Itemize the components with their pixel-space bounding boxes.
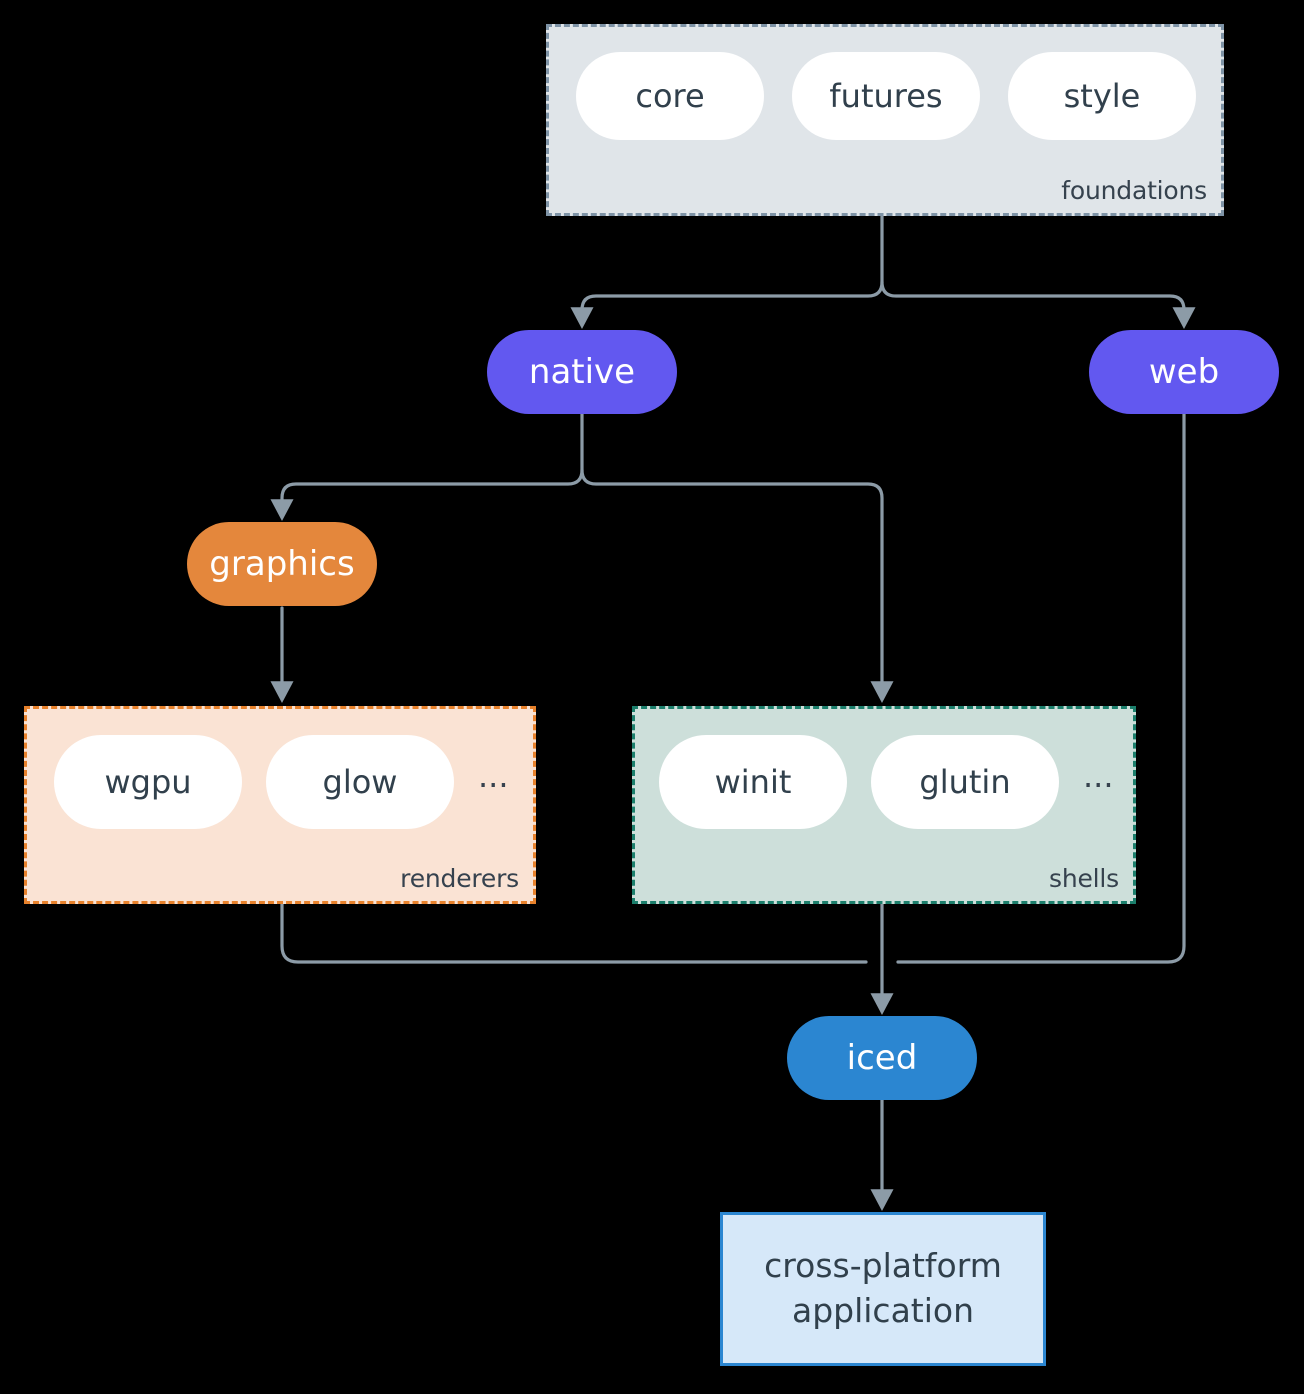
chip-style-label: style	[1063, 77, 1141, 115]
shells-items: winit glutin ...	[659, 735, 1114, 829]
node-cross-platform-application[interactable]: cross-platform application	[720, 1212, 1046, 1366]
shells-more-label: ...	[1083, 757, 1114, 795]
node-graphics[interactable]: graphics	[187, 522, 377, 606]
group-shells-label: shells	[1049, 864, 1119, 893]
chip-futures[interactable]: futures	[792, 52, 980, 140]
group-foundations-label: foundations	[1061, 176, 1207, 205]
chip-core-label: core	[635, 77, 705, 115]
node-graphics-label: graphics	[209, 544, 355, 584]
node-native[interactable]: native	[487, 330, 677, 414]
application-line-2: application	[791, 1291, 975, 1330]
chip-wgpu-label: wgpu	[104, 763, 192, 801]
group-foundations: core futures style foundations	[546, 24, 1224, 216]
edge-native-shells	[580, 468, 894, 704]
node-native-label: native	[528, 352, 636, 392]
node-web-label: web	[1148, 352, 1220, 392]
renderers-items: wgpu glow ...	[54, 735, 509, 829]
chip-glutin-label: glutin	[919, 763, 1011, 801]
application-line-1: cross-platform	[764, 1246, 1002, 1286]
node-iced[interactable]: iced	[787, 1016, 977, 1100]
chip-glow-label: glow	[322, 763, 398, 801]
group-shells: winit glutin ... shells	[632, 706, 1136, 904]
edge-renderers-iced	[280, 902, 868, 964]
chip-wgpu[interactable]: wgpu	[54, 735, 242, 829]
chip-core[interactable]: core	[576, 52, 764, 140]
renderers-more-label: ...	[478, 757, 509, 795]
chip-glow[interactable]: glow	[266, 735, 454, 829]
chip-winit[interactable]: winit	[659, 735, 847, 829]
foundations-items: core futures style	[576, 52, 1196, 140]
chip-winit-label: winit	[714, 763, 792, 801]
chip-glutin[interactable]: glutin	[871, 735, 1059, 829]
node-iced-label: iced	[846, 1038, 918, 1078]
node-web[interactable]: web	[1089, 330, 1279, 414]
edge-foundations-web	[880, 280, 1196, 330]
group-renderers: wgpu glow ... renderers	[24, 706, 536, 904]
edge-foundations-native	[570, 214, 884, 330]
group-renderers-label: renderers	[400, 864, 519, 893]
edge-native-graphics	[270, 412, 584, 522]
chip-futures-label: futures	[829, 77, 943, 115]
chip-style[interactable]: style	[1008, 52, 1196, 140]
